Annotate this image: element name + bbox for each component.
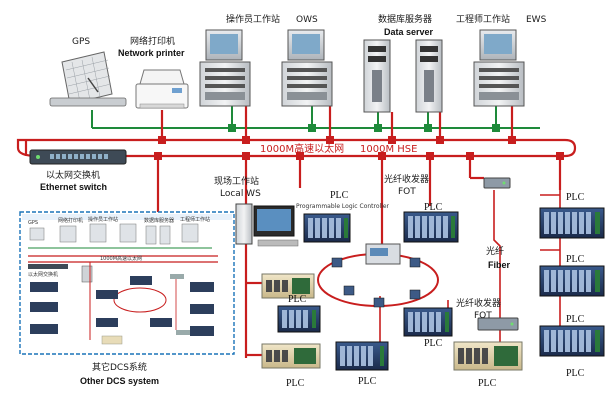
plc-bottom-center	[335, 341, 389, 371]
label-plc-bottom-center: PLC	[358, 376, 377, 387]
plc-right-top	[539, 207, 605, 239]
label-plc-top: PLC	[330, 190, 349, 201]
ethernet-switch	[29, 149, 127, 165]
svg-text:操作员工作站: 操作员工作站	[88, 216, 118, 223]
label-plc-right-center: PLC	[424, 338, 443, 349]
plc-top-right	[403, 211, 459, 243]
plc-bottom-right	[453, 341, 523, 371]
label-plc-bottom-right: PLC	[478, 378, 497, 389]
label-switch-en: Ethernet switch	[40, 182, 107, 192]
fot-top	[483, 177, 511, 189]
svg-text:网络打印机: 网络打印机	[58, 217, 83, 224]
backbone-network	[16, 106, 577, 358]
operator-workstation-2	[281, 29, 333, 107]
engineer-workstation	[473, 29, 525, 107]
label-fot-bottom-en: FOT	[474, 311, 492, 321]
network-printer	[135, 69, 189, 109]
label-plc-right-bottom-2: PLC	[566, 368, 585, 379]
label-fiber-cn: 光纤	[486, 245, 504, 257]
local-workstation	[235, 203, 299, 247]
label-fiber-en: Fiber	[488, 260, 511, 270]
label-ows-cn: 操作员工作站	[226, 13, 280, 25]
label-other-dcs-en: Other DCS system	[80, 376, 159, 386]
ring-nodes	[331, 257, 421, 308]
svg-text:1000M高速以太网: 1000M高速以太网	[100, 255, 142, 262]
backbone-connectors	[154, 136, 564, 160]
label-ows-en: OWS	[296, 15, 318, 25]
label-plc-top-sub: Programmable Logic Controller	[296, 203, 390, 210]
other-dcs-panel: GPS 网络打印机 操作员工作站 数据库服务器 工程师工作站 1000M高速以太…	[19, 211, 235, 355]
label-plc-right-top: PLC	[566, 192, 585, 203]
label-backbone-cn: 1000M高速以太网	[260, 142, 344, 155]
label-fot-top-en: FOT	[398, 187, 416, 197]
label-db-cn: 数据库服务器	[378, 13, 432, 25]
svg-text:GPS: GPS	[28, 220, 38, 226]
label-local-ws-en: Local WS	[220, 189, 261, 199]
label-plc-top-right: PLC	[424, 202, 443, 213]
label-plc-left-lower: PLC	[286, 378, 305, 389]
label-local-ws-cn: 现场工作站	[214, 175, 259, 187]
database-server-2	[415, 39, 443, 113]
plc-right-center	[403, 307, 453, 337]
plc-center-left	[277, 305, 321, 333]
label-printer-en: Network printer	[118, 48, 185, 58]
plc-left-lower	[261, 343, 321, 369]
label-fot-top-cn: 光纤收发器	[384, 173, 429, 185]
label-ews-cn: 工程师工作站	[456, 13, 510, 25]
svg-text:工程师工作站: 工程师工作站	[180, 216, 210, 223]
labels: GPS 网络打印机 Network printer 操作员工作站 OWS 数据库…	[40, 13, 585, 389]
label-backbone-en: 1000M HSE	[360, 144, 417, 155]
operator-workstation-1	[199, 29, 251, 107]
label-fot-bottom-cn: 光纤收发器	[456, 297, 501, 309]
plc-left-upper	[261, 273, 315, 299]
label-gps: GPS	[72, 37, 90, 47]
label-plc-right-middle: PLC	[566, 254, 585, 265]
label-plc-right-bottom: PLC	[566, 314, 585, 325]
label-printer-cn: 网络打印机	[130, 35, 175, 47]
label-plc-left-upper: PLC	[288, 294, 307, 305]
gps-antenna	[49, 51, 127, 107]
svg-text:数据库服务器: 数据库服务器	[144, 217, 174, 224]
ring-controller	[365, 243, 401, 265]
label-switch-cn: 以太网交换机	[46, 169, 100, 181]
label-ews-en: EWS	[526, 15, 547, 25]
plc-right-middle	[539, 265, 605, 297]
database-server-1	[363, 39, 391, 113]
plc-top-center	[303, 213, 351, 243]
label-other-dcs-cn: 其它DCS系统	[92, 361, 147, 373]
control-connectors	[228, 124, 500, 132]
label-db-en: Data server	[384, 27, 434, 37]
svg-text:以太网交换机: 以太网交换机	[28, 271, 58, 278]
plc-right-bottom	[539, 325, 605, 357]
fot-bottom	[477, 317, 519, 331]
